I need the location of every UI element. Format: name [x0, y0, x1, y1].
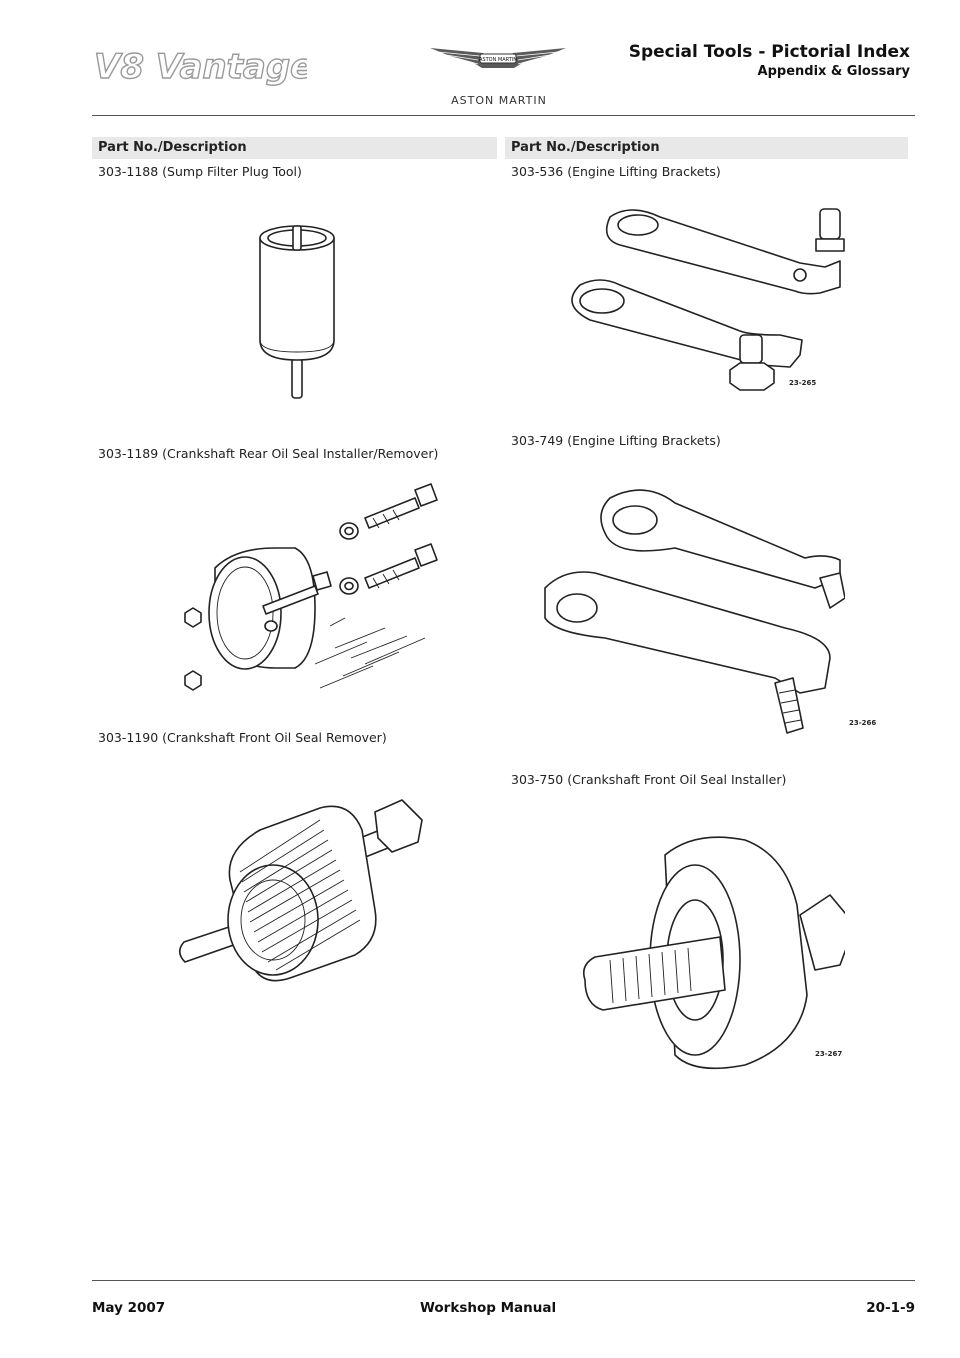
crankshaft-front-oil-seal-installer-illustration — [582, 836, 845, 1070]
page-subtitle: Appendix & Glossary — [757, 64, 910, 79]
footer-manual-title: Workshop Manual — [420, 1300, 557, 1316]
aston-martin-wings-logo: ASTON MARTIN — [430, 48, 566, 68]
part-description: 303-536 (Engine Lifting Brackets) — [511, 164, 721, 179]
footer-date: May 2007 — [92, 1300, 166, 1316]
figure-number: 23-265 — [789, 379, 817, 387]
svg-text:V8 Vantage: V8 Vantage — [94, 47, 307, 86]
engine-lifting-brackets-749-illustration — [544, 489, 845, 734]
part-description: 303-750 (Crankshaft Front Oil Seal Insta… — [511, 772, 787, 787]
footer-rule — [92, 1280, 915, 1281]
part-description: 303-749 (Engine Lifting Brackets) — [511, 433, 721, 448]
figure-number: 23-266 — [849, 719, 877, 727]
figure-number: 23-267 — [815, 1050, 843, 1058]
crankshaft-front-oil-seal-remover-illustration — [178, 799, 423, 982]
left-column-header: Part No./Description — [92, 137, 497, 159]
crankshaft-rear-oil-seal-installer-illustration — [184, 483, 438, 691]
part-description: 303-1189 (Crankshaft Rear Oil Seal Insta… — [98, 446, 439, 461]
brand-name: ASTON MARTIN — [451, 94, 547, 107]
right-column-header: Part No./Description — [505, 137, 908, 159]
sump-filter-plug-tool-illustration — [259, 225, 335, 399]
svg-text:ASTON MARTIN: ASTON MARTIN — [479, 57, 517, 63]
part-description: 303-1190 (Crankshaft Front Oil Seal Remo… — [98, 730, 387, 745]
page-title: Special Tools - Pictorial Index — [628, 42, 910, 62]
page-number: 20-1-9 — [866, 1300, 915, 1316]
engine-lifting-brackets-536-illustration — [571, 208, 845, 391]
part-description: 303-1188 (Sump Filter Plug Tool) — [98, 164, 302, 179]
header-rule — [92, 115, 915, 116]
v8-vantage-logo: V8 Vantage — [93, 46, 307, 86]
